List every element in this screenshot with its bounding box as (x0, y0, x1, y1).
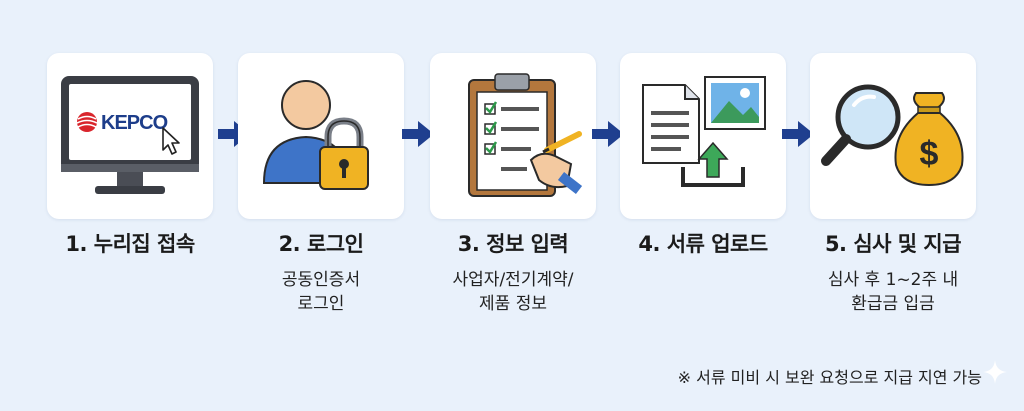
arrow-right-icon (782, 121, 814, 147)
user-lock-icon (262, 80, 369, 190)
step-desc-line: 심사 후 1~2주 내 (827, 270, 959, 290)
step-desc-5: 심사 후 1~2주 내 환급금 입금 (793, 268, 993, 316)
step-title-2: 2. 로그인 (278, 232, 364, 256)
step-card-1: KEPCO (47, 53, 213, 219)
monitor-icon: KEPCO (61, 76, 199, 194)
document-upload-icon (642, 76, 766, 187)
step-desc-line: 로그인 (297, 294, 345, 314)
step-card-5: $ (810, 53, 976, 219)
step-title-3: 3. 정보 입력 (457, 232, 569, 256)
kepco-logo: KEPCO (76, 112, 169, 134)
magnifier-money-icon: $ (821, 84, 964, 187)
clipboard-icon (468, 73, 583, 197)
step-desc-line: 공동인증서 (281, 270, 361, 290)
step-desc-2: 공동인증서 로그인 (221, 268, 421, 316)
kepco-logo-text: KEPCO (101, 112, 168, 134)
step-desc-3: 사업자/전기계약/ 제품 정보 (413, 268, 613, 316)
step-card-2 (238, 53, 404, 219)
arrow-right-icon (402, 121, 434, 147)
arrow-right-icon (592, 121, 624, 147)
step-desc-line: 환급금 입금 (851, 294, 935, 314)
step-card-4 (620, 53, 786, 219)
step-desc-line: 사업자/전기계약/ (452, 270, 574, 290)
step-desc-line: 제품 정보 (479, 294, 547, 314)
step-card-3 (430, 53, 596, 219)
sparkle-icon (983, 360, 1007, 384)
svg-text:$: $ (920, 135, 939, 173)
step-title-4: 4. 서류 업로드 (638, 232, 768, 256)
step-title-1: 1. 누리집 접속 (65, 232, 195, 256)
footnote: ※ 서류 미비 시 보완 요청으로 지급 지연 가능 (677, 368, 982, 387)
step-title-5: 5. 심사 및 지급 (824, 232, 962, 256)
